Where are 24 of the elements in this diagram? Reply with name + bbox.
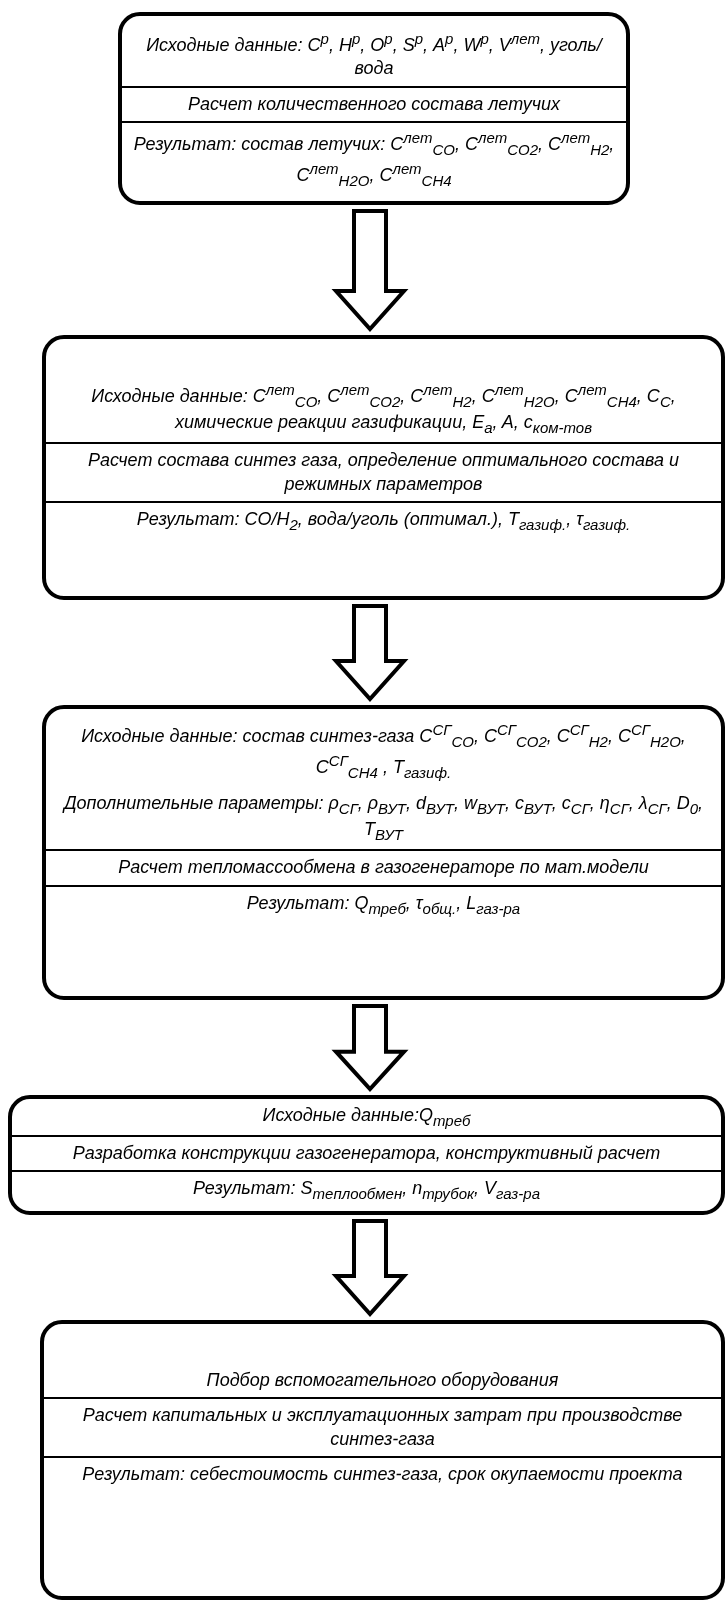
box-text: Результат: Q$_{треб}$, τ$_{общ.}$, L$_{газ-ра}$ (46, 884, 721, 923)
box-text: Результат: себестоимость синтез-газа, срок окупаемости проекта (44, 1456, 721, 1492)
box-text: Исходные данные: C$^{р}$, H$^{р}$, O$^{р}$, S$^{р}$, A$^{р}$, W$^{р}$, V$^{лет}$, уголь/вода (145, 29, 604, 81)
box-text: Исходные данные:Q$_{треб}$ (261, 1104, 472, 1131)
box-text: Результат: CO/H$_{2}$, вода/уголь (оптимал.), T$_{газиф.}$, τ$_{газиф.}$ (46, 500, 721, 540)
box-text: Дополнительные параметры: ρ$_{СГ}$, ρ$_{ВУТ}$, d$_{ВУТ}$, w$_{ВУТ}$, c$_{ВУТ}$, c$_{СГ}$, η$_{СГ}$, λ$_{СГ}$, D$_{0}$, T$_{ВУТ}$ (61, 792, 705, 845)
block-arrow (331, 1219, 409, 1317)
process-box (118, 12, 630, 205)
box-text: Исходные данные: C$^{лет}$$_{CO}$, C$^{лет}$$_{CO2}$, C$^{лет}$$_{H2}$, C$^{лет}$$_{H2O}$, C$^{лет}$$_{CH4}$, C$_{C}$, химические реакции газификации, E$_{a}$, A, c$_{ком-тов}$ (90, 380, 677, 438)
box-text: Результат: S$_{теплообмен}$, n$_{трубок}$, V$_{газ-ра}$ (12, 1170, 721, 1209)
box-text: Расчет тепломассообмена в газогенераторе по мат.модели (46, 849, 721, 885)
box-text: Разработка конструкции газогенератора, конструктивный расчет (12, 1135, 721, 1171)
process-box (8, 1095, 725, 1215)
process-box (42, 335, 725, 600)
process-box (40, 1320, 725, 1600)
box-text: Исходные данные: состав синтез-газа C$^{СГ}$$_{CO}$, C$^{СГ}$$_{CO2}$, C$^{СГ}$$_{H2}$, C$^{СГ}$$_{H2O}$, C$^{СГ}$$_{CH4}$ , T$_{газиф.}$ (80, 720, 687, 783)
process-box (42, 705, 725, 1000)
block-arrow (331, 604, 409, 702)
box-text: Подбор вспомогательного оборудования (205, 1369, 560, 1392)
box-text: Расчет состава синтез газа, определение оптимального состава и режимных параметров (46, 442, 721, 501)
box-text: Расчет количественного состава летучих (122, 85, 626, 122)
block-arrow (331, 209, 409, 332)
box-text: Расчет капитальных и эксплуатационных затрат при производстве синтез-газа (44, 1397, 721, 1457)
block-arrow (331, 1004, 409, 1092)
